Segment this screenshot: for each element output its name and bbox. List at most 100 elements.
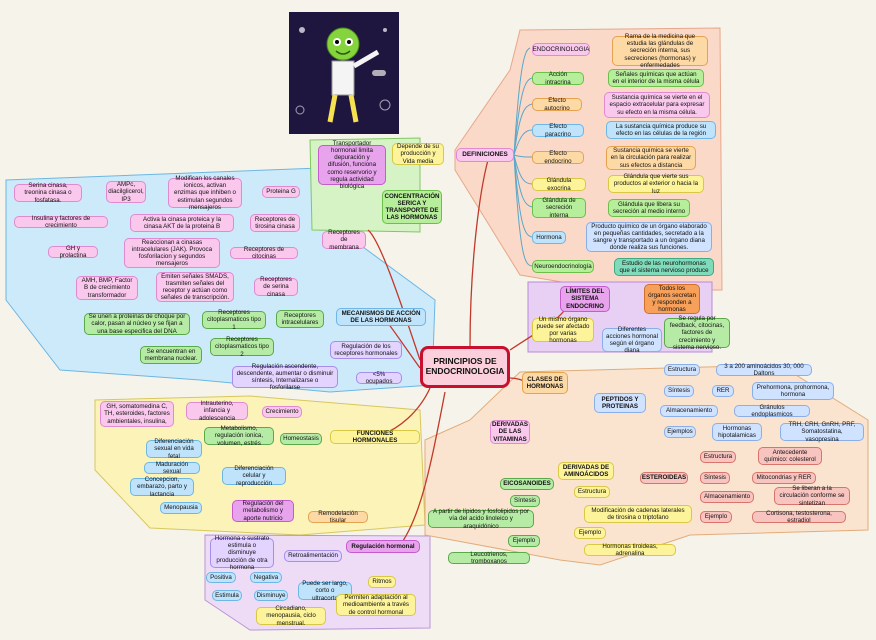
hormona-sustrato: Hormona o sustrato estimula o disminuye … xyxy=(210,535,274,571)
pep-estructura[interactable]: Estructura xyxy=(664,364,700,376)
permiten: Permiten adaptación al medioambiente a t… xyxy=(336,594,416,616)
circadiano: Circadiano, menopausia, ciclo menstrual. xyxy=(256,605,326,627)
insulina: Insulina y factores de crecimiento xyxy=(14,215,108,229)
def-desc-autocrino: Sustancia química se vierte en el espaci… xyxy=(604,92,710,118)
pep-ejemplos[interactable]: Ejemplos xyxy=(664,426,696,438)
limites-node[interactable]: LÍMITES DEL SISTEMA ENDOCRINO xyxy=(560,286,610,312)
concentracion-node[interactable]: CONCENTRACIÓN SERICA Y TRANSPORTE DE LAS… xyxy=(382,190,442,224)
def-term-endocrino[interactable]: Efecto endocrino xyxy=(532,150,584,165)
aa-estructura[interactable]: Estructura xyxy=(574,486,610,498)
limites-diferentes: Diferentes acciones hormonal según el ór… xyxy=(602,326,662,354)
eic-ejemplo[interactable]: Ejemplo xyxy=(508,535,540,547)
def-term-neuroendocrinologia[interactable]: Neuroendocrinología xyxy=(532,260,594,273)
est-sintesis[interactable]: Síntesis xyxy=(700,472,730,484)
ocupados: <5% ocupados xyxy=(356,371,402,385)
tipo1[interactable]: Receptores citoplasmaticos tipo 1 xyxy=(202,309,266,331)
eic-leucotrienos: Leucotrienos, tromboxanos xyxy=(448,551,530,565)
def-desc-paracrino: La sustancia química produce su efecto e… xyxy=(606,121,716,139)
tipo2-desc: Se encuentran en membrana nuclear. xyxy=(140,346,202,364)
def-desc-endocrino: Sustancia química se vierte en la circul… xyxy=(606,146,696,170)
pep-almacenamiento[interactable]: Almacenamiento xyxy=(660,405,718,417)
peptidos-node[interactable]: PEPTIDOS Y PROTEINAS xyxy=(594,393,646,413)
serina-desc: Emiten señales SMADS, trasmiten señales … xyxy=(156,272,234,302)
regulacion-hormonal-node[interactable]: Regulación hormonal xyxy=(346,540,420,553)
def-desc-intracrina: Señales químicas que actúan en el interi… xyxy=(608,69,704,87)
pep-rer: RER xyxy=(712,385,734,397)
reg-metab: Regulación del metabolismo y aporte nutr… xyxy=(232,500,294,522)
gh-prolactina: GH y prolactina xyxy=(48,245,98,259)
concentracion-transportador: Transportador hormonal limita depuración… xyxy=(318,140,386,190)
est-almacenamiento[interactable]: Almacenamiento xyxy=(700,491,754,503)
ampc: AMPc, diacilglicerol, IP3 xyxy=(106,181,146,203)
aa-ejemplo[interactable]: Ejemplo xyxy=(574,527,606,539)
eicosanoides-node[interactable]: EICOSANOIDES xyxy=(500,478,554,490)
intrauterino: Intrauterino, infancia y adolescencia xyxy=(186,400,248,422)
def-term-endocrinologia[interactable]: ENDOCRINOLOGIA xyxy=(532,43,590,56)
remodelacion: Remodelación tisular xyxy=(308,510,368,524)
concentracion-depende: Depende de su producción y Vida media xyxy=(392,143,444,165)
est-ejemplo[interactable]: Ejemplo xyxy=(700,511,732,523)
est-mitocondrias: Mitocondrias y RER xyxy=(752,472,816,484)
aa-modificacion: Modificación de cadenas laterales de tir… xyxy=(584,505,692,523)
citocinas-desc: Reaccionan a cinasas intracelulares (JAK… xyxy=(124,238,220,268)
clases-node[interactable]: CLASES DE HORMONAS xyxy=(522,372,568,394)
def-term-hormona[interactable]: Hormona xyxy=(532,231,566,244)
proteina-g-desc: Modifican los canales ionicos, activan e… xyxy=(168,175,242,211)
homeostasis[interactable]: Homeostasis xyxy=(280,433,322,445)
crecimiento[interactable]: Crecimiento xyxy=(262,406,302,418)
def-term-secrecion-interna[interactable]: Glándula de secreción interna xyxy=(532,197,586,219)
pep-estructura-val: 3 a 200 aminoácidos 30, 000 Daltons xyxy=(716,363,812,377)
limites-organo-mismo: Un mismo órgano puede ser afectado por v… xyxy=(532,316,594,344)
ritmos[interactable]: Ritmos xyxy=(368,576,396,588)
tirosina-cinasa[interactable]: Receptores de tirosina cinasa xyxy=(250,214,300,232)
aminoacidos-node[interactable]: DERIVADAS DE AMINOÁCIDOS xyxy=(558,462,614,480)
def-term-autocrino[interactable]: Efecto autocrino xyxy=(532,97,582,112)
def-term-exocrina[interactable]: Glándula exocrina xyxy=(532,177,586,192)
dif-vida: Diferenciación sexual en vida fetal xyxy=(146,438,202,460)
est-liberan: Se liberan a la circulación conforme se … xyxy=(774,485,850,507)
eic-lipidos: A partir de lípidos y fosfolipidos por v… xyxy=(428,508,534,530)
receptores-membrana[interactable]: Receptores de membrana xyxy=(322,229,366,251)
amh: AMH, BMP, Factor B de crecimiento transf… xyxy=(76,276,138,300)
def-desc-exocrina: Glándula que vierte sus productos al ext… xyxy=(608,173,704,195)
est-antecedente: Antecedente químico: colesterol xyxy=(758,447,822,465)
concepcion: Concepcion, embarazo, parto y lactancia xyxy=(130,476,194,498)
eic-sintesis[interactable]: Síntesis xyxy=(510,495,540,507)
gh-list: GH, somatomedina C, TH, esteroides, fact… xyxy=(100,401,174,427)
def-term-intracrina[interactable]: Acción intracrina xyxy=(532,71,584,86)
def-desc-hormona: Producto químico de un órgano elaborado … xyxy=(586,222,712,252)
definiciones-node[interactable]: DEFINICIONES xyxy=(456,148,514,162)
pep-hipotalamicas: Hormonas hipotalamicas xyxy=(712,423,762,441)
esteroideas-node[interactable]: ESTEROIDEAS xyxy=(640,472,688,484)
est-cortisona: Cortisona, testosterona, estradiol xyxy=(752,510,846,524)
pep-granulos: Gránulos endoplasmicos xyxy=(734,404,810,418)
mecanismos-node[interactable]: MECANISMOS DE ACCIÓN DE LAS HORMONAS xyxy=(336,308,426,326)
alien-doctor-illustration xyxy=(295,27,391,123)
citocinas[interactable]: Receptores de citocinas xyxy=(230,246,298,260)
tirosina-desc: Activa la cinasa proteica y la cinasa AK… xyxy=(130,214,234,232)
disminuye: Disminuye xyxy=(254,590,288,601)
proteina-g[interactable]: Proteina G xyxy=(262,186,300,198)
receptores-intracelulares[interactable]: Receptores intracelulares xyxy=(276,310,324,328)
maduracion: Maduración sexual xyxy=(144,461,200,475)
central-node[interactable]: PRINCIPIOS DE ENDOCRINOLOGIA xyxy=(420,346,510,388)
tipo1-desc: Se unen a proteinas de choque por calor,… xyxy=(84,313,190,335)
limites-regula: Se regula por feedback, citocinas, facto… xyxy=(664,315,730,351)
def-desc-secrecion-interna: Glándula que libera su secreción al medi… xyxy=(608,199,690,217)
funciones-node[interactable]: FUNCIONES HORMONALES xyxy=(330,430,420,444)
pep-prehormona: Prehormona, prohormona, hormona xyxy=(752,382,834,400)
aa-tiroideas: Hormonas tiroideas, adrenalina xyxy=(584,543,676,557)
serina-cinasa[interactable]: Receptores de serina cinasa xyxy=(254,276,298,298)
tipo2[interactable]: Receptores citoplasmaticos tipo 2 xyxy=(210,336,274,358)
est-estructura[interactable]: Estructura xyxy=(700,451,736,463)
estimula: Estimula xyxy=(212,590,242,601)
vitaminas-node[interactable]: DERIVADAS DE LAS VITAMINAS xyxy=(490,420,530,444)
def-term-paracrino[interactable]: Efecto paracrino xyxy=(532,123,584,138)
diferenciacion[interactable]: Diferenciación celular y reproducción xyxy=(222,465,286,487)
serina-treonina: Serina cinasa, treonina cinasa o fosfata… xyxy=(14,182,82,204)
positiva: Positiva xyxy=(206,572,236,583)
pep-sintesis[interactable]: Síntesis xyxy=(664,385,694,397)
retroalimentacion[interactable]: Retroalimentación xyxy=(284,550,342,562)
menopausia: Menopausia xyxy=(160,502,202,514)
regulacion-receptores[interactable]: Regulación de los receptores hormonales xyxy=(330,341,402,359)
